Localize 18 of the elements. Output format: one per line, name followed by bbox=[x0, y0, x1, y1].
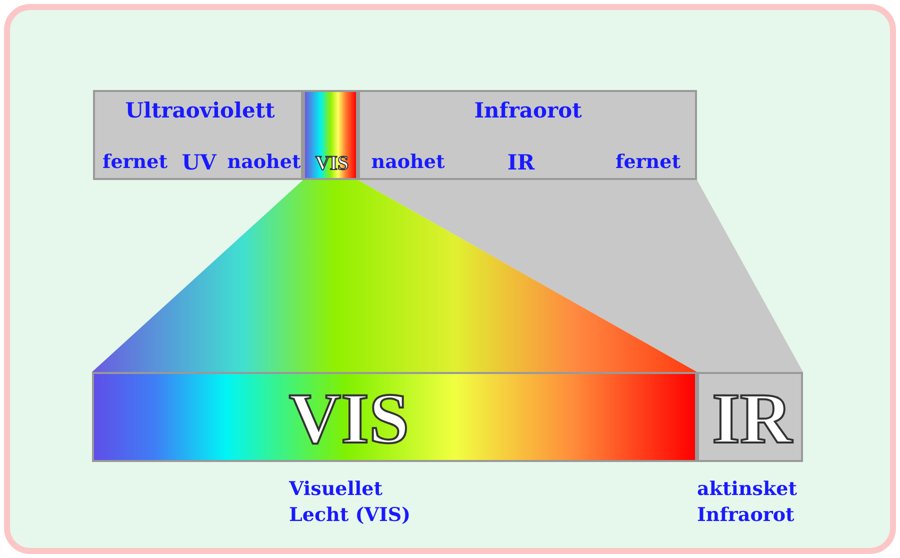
spectrum-band bbox=[93, 90, 303, 180]
band-label: naohet bbox=[371, 151, 445, 173]
band-symbol: VIS bbox=[288, 378, 410, 460]
band-label: naohet bbox=[227, 151, 301, 173]
spectrum-band bbox=[303, 90, 358, 180]
spectrum-band bbox=[92, 372, 697, 462]
band-label: IR bbox=[507, 150, 535, 174]
caption-text: aktinsket Infraorot bbox=[697, 477, 798, 528]
band-label: fernet bbox=[102, 151, 168, 173]
spectrum-band bbox=[697, 372, 803, 462]
band-symbol: IR bbox=[712, 378, 792, 460]
band-label: Infraorot bbox=[474, 98, 582, 122]
spectrum-band bbox=[358, 90, 697, 180]
band-label: UV bbox=[182, 150, 216, 174]
band-label: fernet bbox=[616, 151, 680, 173]
band-label: Ultraoviolett bbox=[125, 98, 275, 122]
caption-text: Visuellet Lecht (VIS) bbox=[289, 477, 412, 528]
band-symbol: VIS bbox=[315, 152, 349, 176]
